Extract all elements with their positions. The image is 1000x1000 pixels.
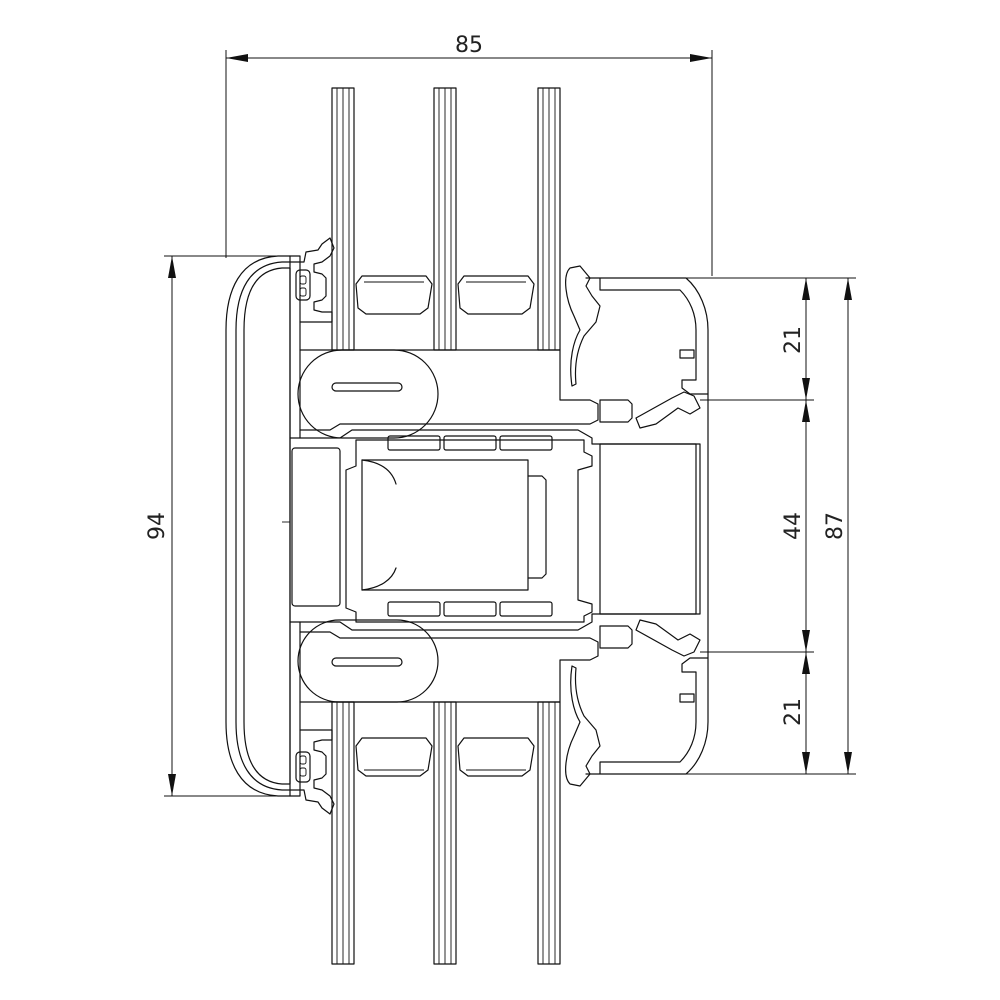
glass-pane-inner-top — [537, 87, 561, 351]
dim-overall-width: 85 — [455, 33, 483, 58]
spacer-bar-top-left — [355, 275, 433, 315]
glass-pane-middle-top — [433, 87, 457, 351]
spacer-bar-bottom-right — [457, 737, 535, 777]
insulation-strip-top-3 — [499, 435, 553, 451]
insulation-strip-top-1 — [387, 435, 441, 451]
dim-upper-section: 21 — [781, 326, 806, 354]
insulation-strip-bottom-1 — [387, 601, 441, 617]
glazing-clip-bottom — [299, 729, 335, 815]
glass-pane-middle-bottom — [433, 701, 457, 965]
thermal-insert-bottom — [297, 619, 439, 703]
glazing-panes — [331, 87, 561, 965]
reinforcement-core — [345, 435, 593, 623]
glass-pane-outer-top — [331, 87, 355, 351]
gasket-bottom — [565, 665, 601, 787]
spacer-bar-bottom-left — [355, 737, 433, 777]
frame-profile — [565, 265, 709, 787]
spacer-bar-top-right — [457, 275, 535, 315]
gasket-upper-middle — [635, 391, 701, 429]
glazing-clip-top — [299, 237, 335, 323]
spacer-bars — [355, 275, 535, 777]
dim-middle-section: 44 — [781, 512, 806, 540]
gasket-lower-middle — [635, 619, 701, 657]
thermal-insert-top — [297, 349, 439, 439]
outer-cover-profile — [225, 255, 301, 797]
glass-pane-inner-bottom — [537, 701, 561, 965]
dimension-lines — [164, 50, 856, 797]
dim-lower-section: 21 — [781, 698, 806, 726]
insulation-strip-top-2 — [443, 435, 497, 451]
glass-pane-outer-bottom — [331, 701, 355, 965]
insulation-strip-bottom-3 — [499, 601, 553, 617]
sash-profile — [289, 237, 701, 815]
insulation-strip-bottom-2 — [443, 601, 497, 617]
gasket-top — [565, 265, 601, 387]
dim-left-height: 94 — [145, 512, 170, 540]
dim-right-total: 87 — [823, 512, 848, 540]
